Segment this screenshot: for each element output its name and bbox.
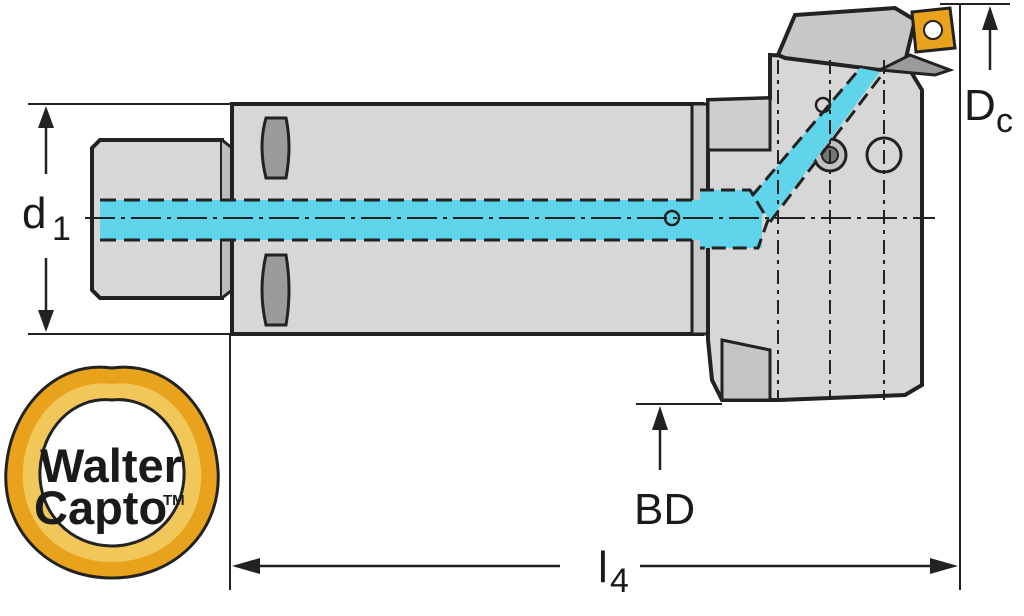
d1-subscript: 1 [52, 210, 71, 248]
dimension-l4: l 4 [229, 334, 958, 600]
dimension-dc: D c [940, 3, 1013, 590]
bd-label: BD [634, 485, 695, 534]
cartridge [775, 5, 918, 73]
cutting-insert [910, 6, 957, 54]
dc-subscript: c [996, 102, 1013, 140]
dimension-bd: BD [634, 403, 722, 534]
logo-word-walter: Walter [40, 439, 182, 492]
coolant-channels [100, 65, 886, 250]
groove-bottom [260, 253, 291, 327]
walter-capto-logo: Walter Capto TM [4, 365, 220, 580]
logo-word-capto: Capto [34, 481, 167, 534]
l4-subscript: 4 [610, 562, 629, 600]
logo-trademark: TM [163, 492, 185, 509]
l4-label: l [598, 543, 608, 592]
dimension-d1: d 1 [22, 103, 230, 335]
logo-inner [38, 398, 186, 548]
groove-top [260, 116, 291, 180]
center-lines [85, 60, 935, 400]
boring-head [706, 5, 955, 402]
dc-label: D [964, 81, 996, 130]
d1-label: d [22, 189, 46, 238]
